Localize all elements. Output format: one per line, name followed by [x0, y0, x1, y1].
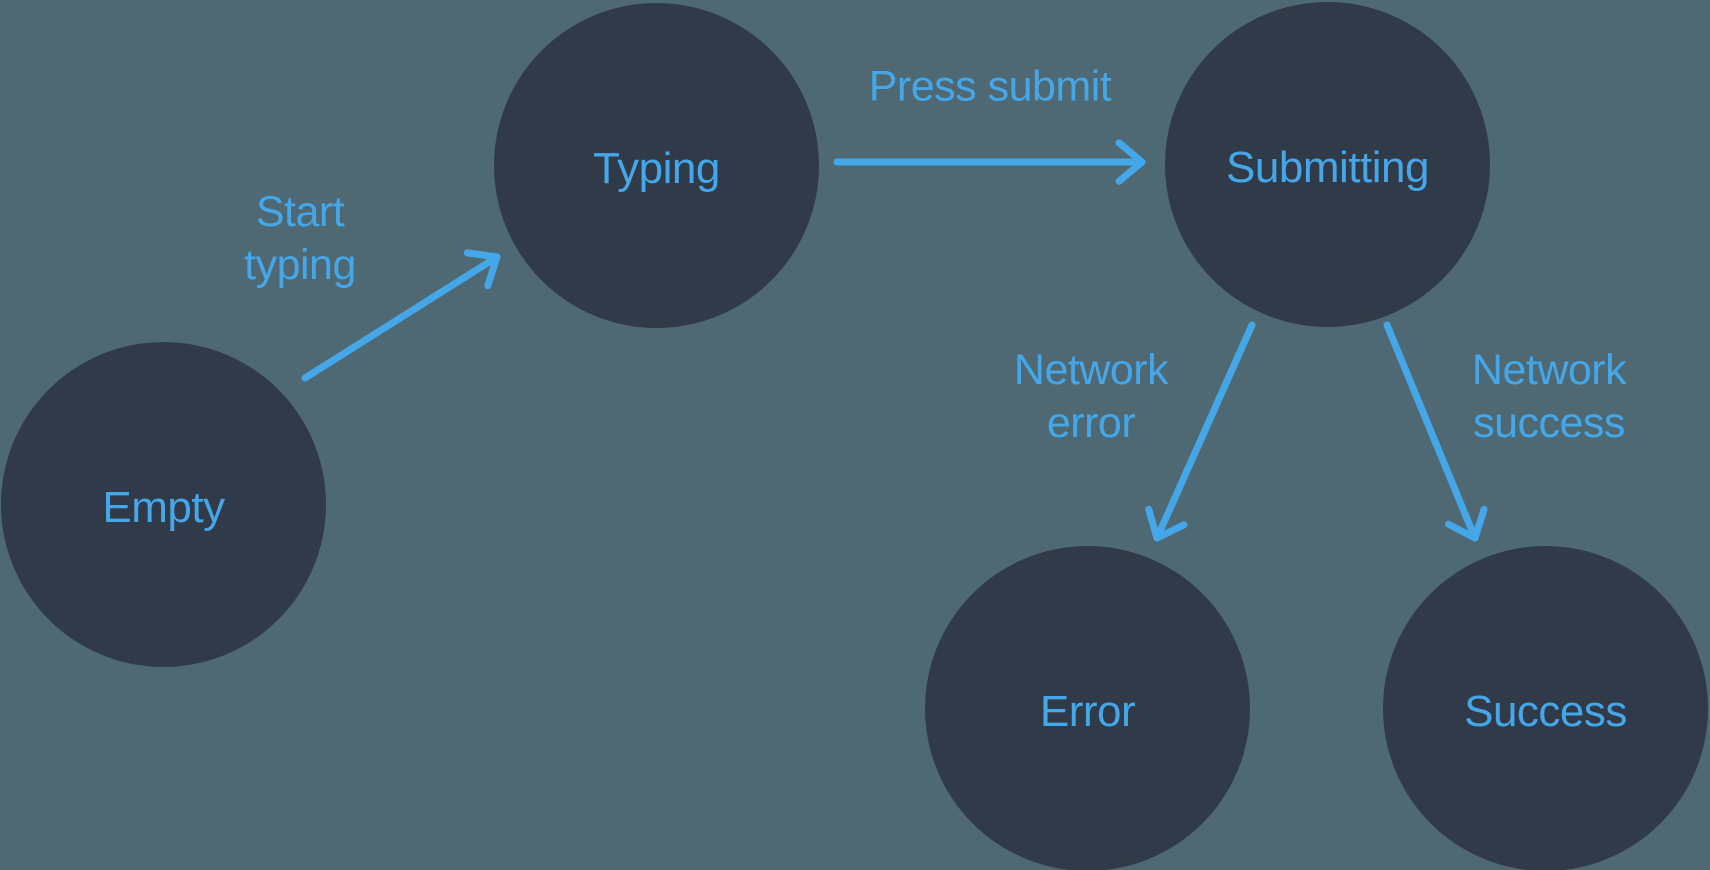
state-node-error: Error — [925, 546, 1250, 870]
edge-label-network-success: Network success — [1471, 344, 1627, 450]
edge-label-line: Press submit — [868, 62, 1112, 111]
arrow-head — [1115, 139, 1146, 185]
edge-label-line: Start — [255, 188, 345, 236]
edge-arrow-network-success — [1383, 321, 1488, 542]
node-label-success: Success — [1464, 687, 1627, 736]
state-node-submitting: Submitting — [1165, 2, 1490, 327]
state-node-empty: Empty — [1, 342, 326, 667]
state-node-success: Success — [1383, 546, 1708, 870]
node-label-submitting: Submitting — [1226, 143, 1429, 192]
arrow-shaft — [1153, 321, 1256, 542]
node-label-typing: Typing — [593, 144, 720, 193]
node-label-empty: Empty — [102, 483, 225, 532]
state-node-typing: Typing — [494, 3, 819, 328]
arrow-head — [1444, 505, 1488, 542]
edge-label-network-error: Network error — [1013, 344, 1169, 450]
arrow-head — [463, 249, 501, 290]
edge-arrow-network-error — [1145, 321, 1256, 542]
arrow-shaft — [1383, 321, 1479, 542]
arrow-head — [1145, 505, 1188, 542]
edge-arrow-press-submit — [833, 139, 1146, 185]
edge-arrow-start-typing — [301, 249, 501, 382]
edge-label-press-submit: Press submit — [869, 61, 1112, 114]
edge-label-line: success — [1473, 399, 1625, 447]
node-label-error: Error — [1039, 687, 1136, 736]
arrow-shaft — [301, 253, 501, 382]
edge-label-line: typing — [244, 241, 356, 289]
edge-label-line: Network — [1013, 346, 1169, 394]
edge-label-start-typing: Start typing — [244, 186, 356, 292]
edge-label-line: error — [1046, 399, 1136, 447]
edge-label-line: Network — [1471, 346, 1627, 394]
